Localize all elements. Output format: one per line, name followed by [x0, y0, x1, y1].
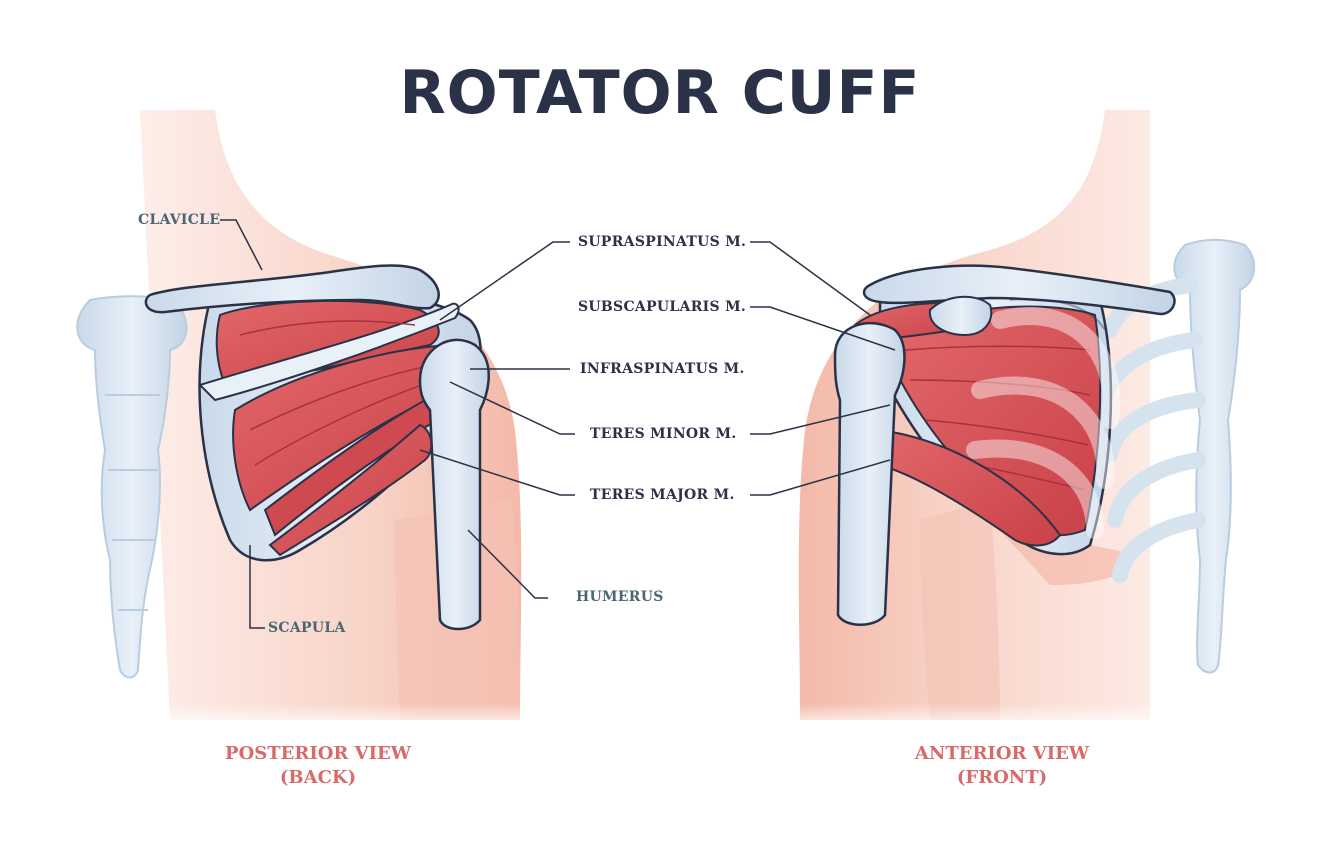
- anterior-view-subtitle: (FRONT): [956, 767, 1048, 788]
- posterior-view-caption: POSTERIOR VIEW (BACK): [188, 742, 448, 790]
- anterior-view-title: ANTERIOR VIEW: [914, 743, 1090, 764]
- scapula-posterior: [198, 290, 482, 562]
- page-title: ROTATOR CUFF: [399, 58, 921, 128]
- label-humerus: HUMERUS: [576, 589, 664, 605]
- spine-posterior: [76, 295, 188, 679]
- label-teres-major: TERES MAJOR M.: [590, 487, 735, 503]
- humerus-posterior: [418, 338, 490, 631]
- label-subscapularis: SUBSCAPULARIS M.: [578, 299, 747, 315]
- leader-lines: [220, 219, 896, 629]
- anterior-view-caption: ANTERIOR VIEW (FRONT): [872, 742, 1132, 790]
- label-teres-minor: TERES MINOR M.: [590, 426, 737, 442]
- label-infraspinatus: INFRASPINATUS M.: [580, 361, 745, 377]
- label-clavicle: CLAVICLE: [138, 212, 221, 228]
- clavicle-anterior: [862, 264, 1176, 316]
- label-supraspinatus: SUPRASPINATUS M.: [578, 234, 747, 250]
- posterior-view-subtitle: (BACK): [279, 767, 357, 788]
- clavicle-posterior: [144, 264, 440, 314]
- acromion-anterior: [928, 295, 993, 337]
- scapula-anterior: [853, 285, 1121, 556]
- label-scapula: SCAPULA: [268, 620, 346, 636]
- spine-anterior: [1097, 238, 1256, 674]
- posterior-view-title: POSTERIOR VIEW: [225, 743, 411, 764]
- humerus-anterior: [833, 321, 906, 626]
